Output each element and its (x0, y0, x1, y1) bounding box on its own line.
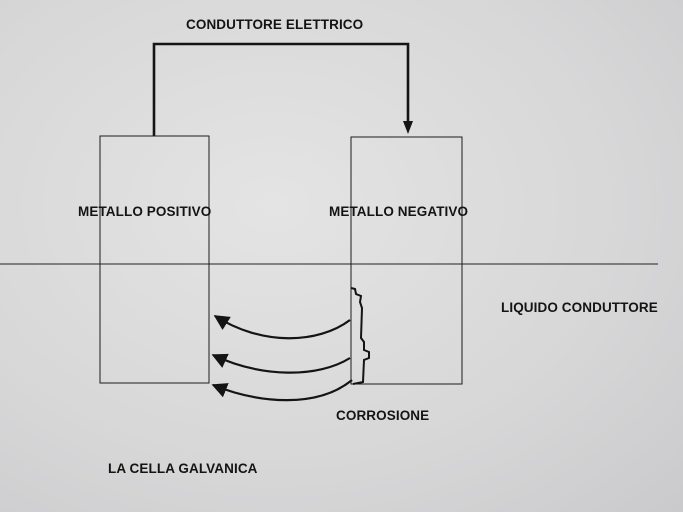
positive-metal-electrode (99, 135, 210, 384)
corrosion-arrow-3 (211, 379, 353, 402)
liquid-conductor-label: LIQUIDO CONDUTTORE (501, 300, 658, 315)
negative-metal-label: METALLO NEGATIVO (329, 204, 469, 219)
corrosion-label: CORROSIONE (336, 408, 430, 423)
corroded-edge (350, 287, 370, 385)
conductor-wire (152, 42, 410, 136)
conductor-label: CONDUTTORE ELETTRICO (186, 17, 364, 32)
corrosion-arrow-1 (213, 315, 351, 340)
corrosion-arrow-2 (211, 353, 351, 374)
conductor-arrowhead (403, 121, 413, 134)
negative-metal-electrode (350, 136, 463, 385)
positive-metal-label: METALLO POSITIVO (78, 204, 212, 219)
diagram-title: LA CELLA GALVANICA (108, 461, 258, 476)
